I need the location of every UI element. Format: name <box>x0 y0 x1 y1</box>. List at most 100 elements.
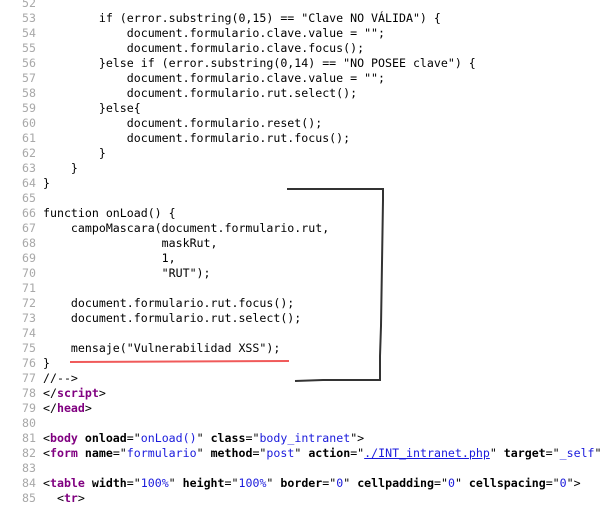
code-line[interactable]: 58 document.formulario.rut.select(); <box>0 86 604 101</box>
code-line[interactable]: 79</head> <box>0 401 604 416</box>
line-number: 58 <box>22 86 36 100</box>
code-line[interactable]: 72 document.formulario.rut.focus(); <box>0 296 604 311</box>
code-token-plain: document.formulario.clave.focus(); <box>43 41 365 55</box>
code-token-plain <box>78 446 85 460</box>
code-line[interactable]: 78</script> <box>0 386 604 401</box>
code-line[interactable]: 77//--> <box>0 371 604 386</box>
code-token-plain: function onLoad() { <box>43 206 176 220</box>
line-number: 65 <box>22 191 36 205</box>
line-number: 74 <box>22 326 36 340</box>
code-line[interactable]: 62 } <box>0 146 604 161</box>
code-token-val: formulario <box>126 446 197 460</box>
code-line[interactable]: 85 <tr> <box>0 491 604 506</box>
code-token-plain: 1, <box>43 251 176 265</box>
code-token-plain: =" <box>245 431 260 445</box>
line-number: 82 <box>22 446 36 460</box>
line-number: 61 <box>22 131 36 145</box>
code-line[interactable]: 68 maskRut, <box>0 236 604 251</box>
code-line[interactable]: 81<body onload="onLoad()" class="body_in… <box>0 431 604 446</box>
line-number: 55 <box>22 41 36 55</box>
code-line[interactable]: 54 document.formulario.clave.value = ""; <box>0 26 604 41</box>
code-token-plain: }else if (error.substring(0,14) == "NO P… <box>43 56 476 70</box>
code-token-plain: document.formulario.clave.value = ""; <box>43 26 386 40</box>
code-token-attr: method <box>210 446 253 460</box>
code-line[interactable]: 52 <box>0 0 604 11</box>
code-token-plain: < <box>43 431 50 445</box>
code-line[interactable]: 84<table width="100%" height="100%" bord… <box>0 476 604 491</box>
code-token-attr: height <box>182 476 225 490</box>
code-token-plain: " <box>294 446 309 460</box>
code-token-plain: //--> <box>43 371 78 385</box>
code-token-plain: }else{ <box>43 101 141 115</box>
code-line[interactable]: 64} <box>0 176 604 191</box>
code-token-plain: document.formulario.clave.value = ""; <box>43 71 386 85</box>
line-number: 72 <box>22 296 36 310</box>
code-token-tag: tr <box>63 491 78 505</box>
code-token-tag: form <box>49 446 78 460</box>
code-line[interactable]: 60 document.formulario.reset(); <box>0 116 604 131</box>
code-token-plain: "> <box>350 431 365 445</box>
code-token-plain: document.formulario.rut.select(); <box>43 311 302 325</box>
code-line[interactable]: 82<form name="formulario" method="post" … <box>0 446 604 461</box>
code-token-val: 0 <box>447 476 455 490</box>
code-token-plain: } <box>43 161 78 175</box>
code-token-plain: " <box>594 446 602 460</box>
line-number: 81 <box>22 431 36 445</box>
line-number: 54 <box>22 26 36 40</box>
code-token-plain: " <box>343 476 358 490</box>
code-token-plain: if (error.substring(0,15) == "Clave NO V… <box>43 11 441 25</box>
line-number: 66 <box>22 206 36 220</box>
code-token-plain: "RUT"); <box>43 266 211 280</box>
line-number: 84 <box>22 476 36 490</box>
line-number: 71 <box>22 281 36 295</box>
code-line[interactable]: 76} <box>0 356 604 371</box>
code-token-plain: </ <box>43 386 57 400</box>
line-number: 60 <box>22 116 36 130</box>
line-number: 80 <box>22 416 36 430</box>
code-line[interactable]: 66 function onLoad() { <box>0 206 604 221</box>
code-line[interactable]: 67 campoMascara(document.formulario.rut, <box>0 221 604 236</box>
code-line[interactable]: 70 "RUT"); <box>0 266 604 281</box>
code-token-plain: > <box>98 386 106 400</box>
code-token-plain: =" <box>350 446 365 460</box>
code-token-val: 0 <box>336 476 344 490</box>
code-line[interactable]: 74 <box>0 326 604 341</box>
code-token-tag: body <box>49 431 78 445</box>
code-token-plain: "> <box>566 476 581 490</box>
code-token-plain: =" <box>112 446 127 460</box>
code-token-plain: =" <box>252 446 267 460</box>
code-token-plain: < <box>43 491 64 505</box>
code-line[interactable]: 55 document.formulario.clave.focus(); <box>0 41 604 56</box>
code-token-plain: " <box>489 446 504 460</box>
code-line[interactable]: 63 } <box>0 161 604 176</box>
line-number: 63 <box>22 161 36 175</box>
code-token-attr: target <box>503 446 546 460</box>
code-token-plain: } <box>43 176 50 190</box>
code-line[interactable]: 57 document.formulario.clave.value = ""; <box>0 71 604 86</box>
code-token-link[interactable]: ./INT_intranet.php <box>364 446 490 460</box>
code-line[interactable]: 73 document.formulario.rut.select(); <box>0 311 604 326</box>
code-line[interactable]: 83 <box>0 461 604 476</box>
code-token-val: 100% <box>238 476 267 490</box>
line-number: 67 <box>22 221 36 235</box>
code-line[interactable]: 61 document.formulario.rut.focus(); <box>0 131 604 146</box>
code-line[interactable]: 53 if (error.substring(0,15) == "Clave N… <box>0 11 604 26</box>
code-token-attr: width <box>91 476 127 490</box>
code-line[interactable]: 65 <box>0 191 604 206</box>
code-token-attr: onload <box>84 431 127 445</box>
code-line[interactable]: 80 <box>0 416 604 431</box>
code-token-plain: </ <box>43 401 57 415</box>
code-token-attr: action <box>308 446 351 460</box>
code-token-plain: =" <box>433 476 448 490</box>
line-number: 62 <box>22 146 36 160</box>
code-line[interactable]: 75 mensaje("Vulnerabilidad XSS"); <box>0 341 604 356</box>
code-line[interactable]: 69 1, <box>0 251 604 266</box>
code-line[interactable]: 59 }else{ <box>0 101 604 116</box>
line-number: 69 <box>22 251 36 265</box>
code-token-val: onLoad() <box>140 431 197 445</box>
line-number: 83 <box>22 461 36 475</box>
code-line[interactable]: 56 }else if (error.substring(0,14) == "N… <box>0 56 604 71</box>
code-token-tag: table <box>49 476 85 490</box>
code-line[interactable]: 71 <box>0 281 604 296</box>
